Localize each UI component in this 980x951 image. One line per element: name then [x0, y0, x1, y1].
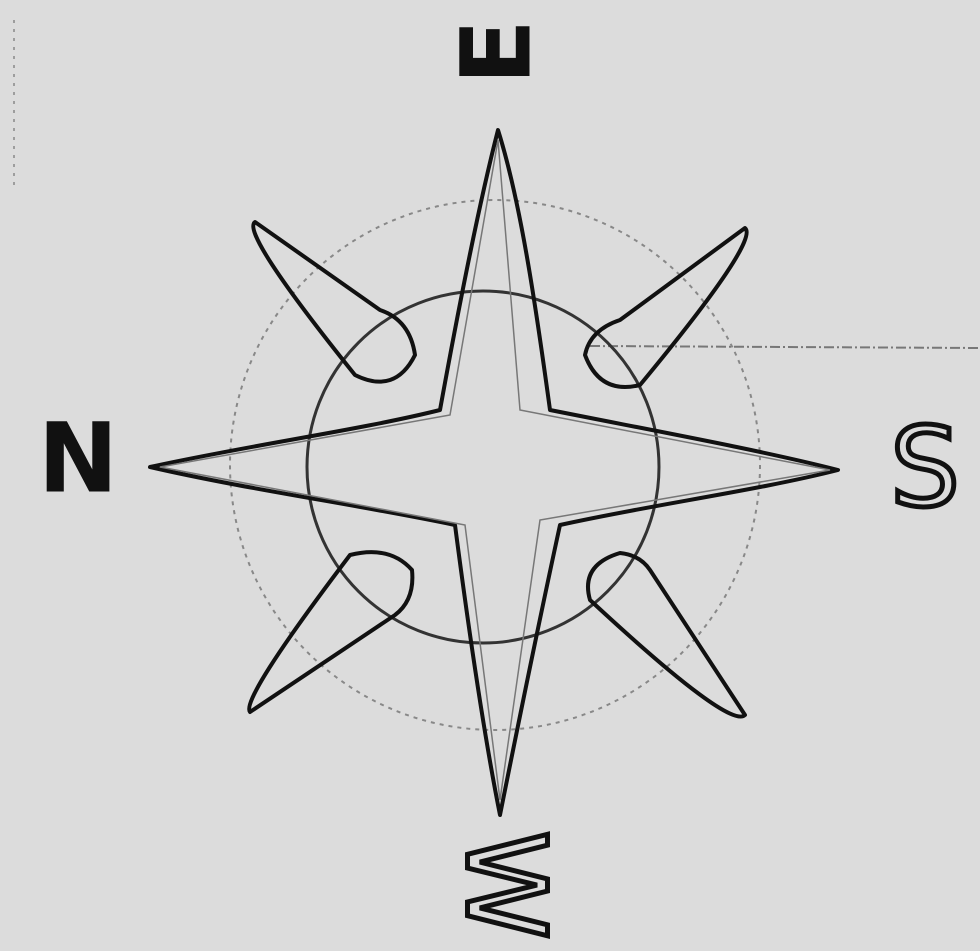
guide-line: [590, 346, 980, 348]
label-bottom: W: [442, 831, 570, 940]
label-top: E: [440, 19, 552, 85]
petal-ne: [585, 228, 747, 387]
petal-sw: [249, 552, 412, 712]
label-right: S: [890, 403, 960, 531]
outer-ring: [230, 200, 760, 730]
inner-ring: [307, 291, 659, 643]
petal-nw: [253, 222, 415, 382]
petal-se: [588, 553, 745, 717]
label-left: N: [38, 402, 118, 514]
